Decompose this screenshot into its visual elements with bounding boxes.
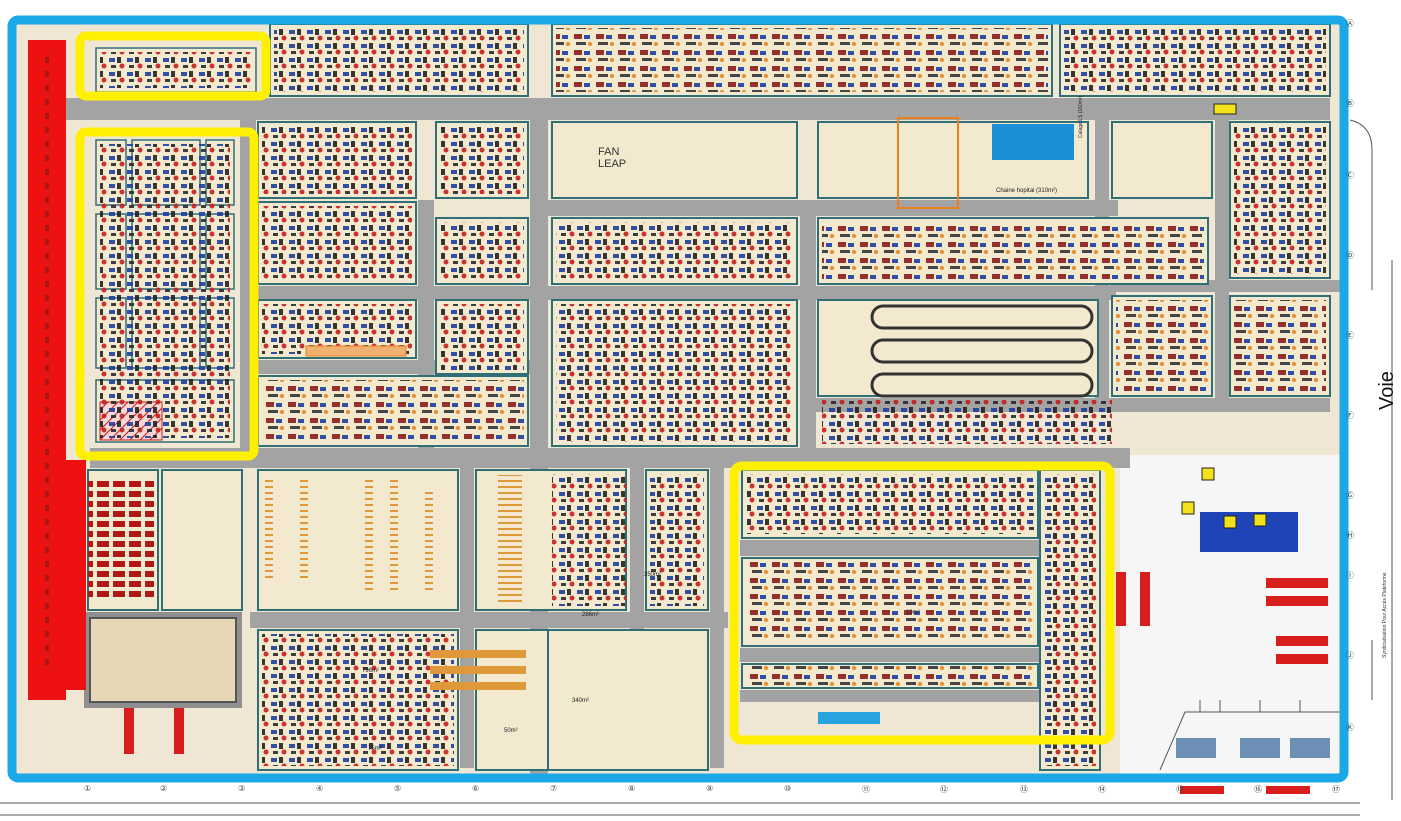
zone-area-796: 796m² xyxy=(362,668,380,674)
zone-fan-leap: FAN LEAP xyxy=(598,146,627,170)
grid-row-a: Ⓐ xyxy=(1346,19,1354,28)
zone-area-19: 19m² xyxy=(906,610,920,616)
side-note: Syndicalisation Pour Accès Plateforme xyxy=(1382,572,1388,658)
zone-area-340: 340m² xyxy=(572,698,590,704)
grid-column-8: ⑧ xyxy=(628,784,636,793)
grid-column-15: ⑮ xyxy=(1176,785,1184,794)
conveyor-loops xyxy=(870,304,1094,398)
grid-column-16: ⑯ xyxy=(1254,785,1262,794)
highlight-yellow-top-left xyxy=(75,31,271,101)
grid-column-12: ⑫ xyxy=(940,785,948,794)
grid-column-10: ⑩ xyxy=(784,784,792,793)
zone-calage: Calage LS (160m²) xyxy=(1078,95,1084,138)
grid-column-17: ⑰ xyxy=(1332,785,1340,794)
grid-column-3: ③ xyxy=(238,784,246,793)
grid-column-9: ⑨ xyxy=(706,784,714,793)
exterior-lines xyxy=(0,119,1393,816)
grid-column-11: ⑪ xyxy=(862,785,870,794)
grid-column-1: ① xyxy=(84,784,92,793)
equipment-fill xyxy=(100,28,1326,766)
grid-row-b: Ⓑ xyxy=(1346,99,1354,108)
grid-row-g: Ⓖ xyxy=(1346,491,1354,500)
grid-row-h: Ⓗ xyxy=(1346,531,1354,540)
truck-icon xyxy=(124,572,1328,794)
grid-row-j: Ⓙ xyxy=(1346,651,1354,660)
utility-block xyxy=(84,612,242,708)
road-label: Voie 31 xyxy=(1376,371,1401,410)
zone-area-75: 75m² xyxy=(368,746,382,752)
grid-column-13: ⑬ xyxy=(1020,785,1028,794)
zone-area-286: 286m² xyxy=(582,612,600,618)
grid-row-k: Ⓚ xyxy=(1346,723,1354,732)
zone-area-350: 350m² xyxy=(644,572,662,578)
grid-row-i: Ⓘ xyxy=(1346,571,1354,580)
grid-row-e: Ⓔ xyxy=(1346,331,1354,340)
grid-column-7: ⑦ xyxy=(550,784,558,793)
grid-row-f: Ⓕ xyxy=(1346,411,1354,420)
grid-column-4: ④ xyxy=(316,784,324,793)
highlight-yellow-left xyxy=(75,127,259,461)
grid-row-d: Ⓓ xyxy=(1346,251,1354,260)
highlight-yellow-bottom-center xyxy=(729,461,1115,745)
grid-row-c: Ⓒ xyxy=(1346,171,1354,180)
storage-racks xyxy=(265,117,959,690)
highlight-overlays xyxy=(7,15,1349,783)
red-storage xyxy=(88,478,154,598)
zone-chaine-hopital: Chaine hopital (310m²) xyxy=(996,188,1058,194)
grid-column-6: ⑥ xyxy=(472,784,480,793)
dock-buildings xyxy=(1176,738,1330,758)
site-boundary-blue xyxy=(7,15,1349,783)
zone-area-50: 50m² xyxy=(504,728,518,734)
grid-column-2: ② xyxy=(160,784,168,793)
grid-column-5: ⑤ xyxy=(394,784,402,793)
warning-sign-icon xyxy=(1181,103,1267,529)
grid-column-14: ⑭ xyxy=(1098,785,1106,794)
